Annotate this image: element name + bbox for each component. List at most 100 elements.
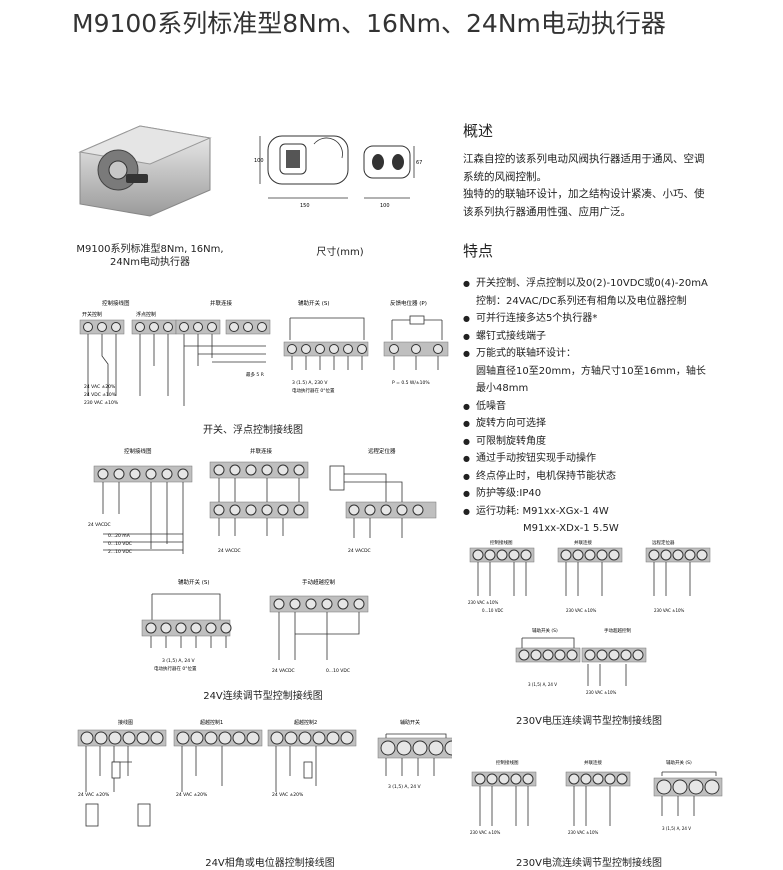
terminal-screw xyxy=(530,649,542,661)
terminal-screw xyxy=(518,649,530,661)
label-v24ac: 24 VAC ±20% xyxy=(176,792,208,798)
c230-caption: 230V电流连续调节型控制接线图 xyxy=(516,858,662,869)
dim-depth: 67 xyxy=(416,160,422,166)
label-remote-positioner: 远程定位器 xyxy=(368,447,396,455)
dim-side: 100 xyxy=(380,203,390,209)
feature-item: 旋转方向可选择 xyxy=(463,415,733,433)
terminal-screw xyxy=(688,779,704,795)
label-v230ac: 230 VAC ±10% xyxy=(468,600,499,605)
label-v230ac: 230 VAC ±10% xyxy=(586,690,617,695)
terminal-screw xyxy=(596,549,608,561)
overview-heading: 概述 xyxy=(463,122,494,140)
terminal-screw xyxy=(580,773,592,785)
terminal-screw xyxy=(632,649,644,661)
feature-item: 万能式的联轴环设计： xyxy=(463,345,733,363)
label-float: 浮点控制 xyxy=(136,311,156,318)
label-aux-switch: 辅助开关 (S) xyxy=(532,627,558,634)
terminal-screw xyxy=(284,731,298,745)
terminal-screw xyxy=(608,649,620,661)
terminal-screw xyxy=(616,773,628,785)
terminal-screw xyxy=(620,649,632,661)
terminal-screw xyxy=(428,740,444,756)
label-parallel: 并联连接 xyxy=(574,539,592,546)
terminal-screw xyxy=(510,773,522,785)
label-manual-override: 手动超越控制 xyxy=(604,627,631,634)
feature-item: 终点停止时，电机保持节能状态 xyxy=(463,468,733,486)
terminal-screw xyxy=(498,773,510,785)
label-v24ac: 24 VAC ±20% xyxy=(272,792,304,798)
label-aux-note: 电动执行器在 0°位置 xyxy=(154,665,197,672)
label-aux-rating24: 3 (1,5) A, 24 V xyxy=(388,784,421,790)
label-range-010: 0...10 VDC xyxy=(108,541,132,547)
label-range-010: 0...10 VDC xyxy=(326,668,350,674)
label-ctrl-wiring: 控制接线图 xyxy=(496,759,519,766)
dim-height: 100 xyxy=(254,158,264,164)
actuator-photo xyxy=(78,125,212,217)
label-parallel: 并联连接 xyxy=(250,447,273,455)
terminal-screw xyxy=(396,740,412,756)
v230-caption: 230V电压连续调节型控制接线图 xyxy=(516,716,662,727)
label-v24acdc: 24 VACDC xyxy=(218,548,241,554)
product-caption-line2: 24Nm电动执行器 xyxy=(110,257,190,268)
terminal-screw xyxy=(94,731,108,745)
terminal-screw xyxy=(508,549,520,561)
terminal-screw xyxy=(522,773,534,785)
label-parallel: 并联连接 xyxy=(210,299,233,307)
terminal-screw xyxy=(660,549,672,561)
terminal-screw xyxy=(596,649,608,661)
terminal-screw xyxy=(608,549,620,561)
dimension-drawing: 150 100 100 67 xyxy=(254,135,422,209)
terminal-screw xyxy=(656,779,672,795)
feature-item: 运行功耗: M91xx-XGx-1 4W xyxy=(463,503,733,521)
overview-paragraph: 独特的的联轴环设计，加之结构设计紧凑、小巧、使该系列执行器通用性强、应用广泛。 xyxy=(463,188,705,218)
terminal-screw xyxy=(584,649,596,661)
terminal-screw xyxy=(80,731,94,745)
voltage-230v-diagrams: 控制接线图 并联连接 远程定位器 230 VAC ±10% 0...10 VDC… xyxy=(468,539,711,695)
terminal-screw xyxy=(560,549,572,561)
label-v24vdc: 24 VDC ±10% xyxy=(84,392,117,398)
terminal-screw xyxy=(648,549,660,561)
label-range-210: 2...10 VDC xyxy=(108,549,132,555)
terminal-screw xyxy=(176,731,190,745)
label-aux-rating24: 3 (1,5) A, 24 V xyxy=(662,826,691,831)
dimension-caption: 尺寸(mm) xyxy=(316,247,364,258)
terminal-screw xyxy=(672,779,688,795)
feature-item: 可并行连接多达5个执行器* xyxy=(463,310,733,328)
terminal-screw xyxy=(542,649,554,661)
label-v230ac: 230 VAC ±10% xyxy=(654,608,685,613)
label-v24acdc: 24 VACDC xyxy=(272,668,295,674)
terminal-screw xyxy=(472,549,484,561)
label-aux-note: 电动执行器在 0°位置 xyxy=(292,387,335,394)
terminal-screw xyxy=(566,649,578,661)
label-max5: 最多 5 R xyxy=(246,371,264,378)
overview-text: 江森自控的该系列电动风阀执行器适用于通风、空调系统的风阀控制。 独特的的联轴环设… xyxy=(463,151,713,221)
terminal-screw xyxy=(190,731,204,745)
label-override1: 超越控制1 xyxy=(200,719,223,726)
terminal-screw xyxy=(520,549,532,561)
phase24-caption: 24V相角或电位器控制接线图 xyxy=(205,858,335,869)
feature-item: 低噪音 xyxy=(463,398,733,416)
label-aux-sw: 辅助开关 xyxy=(400,719,420,726)
label-aux-rating24: 3 (1,5) A, 24 V xyxy=(528,682,557,687)
terminal-screw xyxy=(150,731,164,745)
onoff-float-diagrams: 控制接线图 开关控制 浮点控制 24 VAC ±20% 24 VDC ±10% … xyxy=(79,299,449,406)
terminal-screw xyxy=(474,773,486,785)
terminal-screw xyxy=(122,731,136,745)
terminal-screw xyxy=(704,779,720,795)
features-list: 开关控制、浮点控制以及0(2)-10VDC或0(4)-20mA控制：24VAC/… xyxy=(463,275,733,538)
terminal-screw xyxy=(444,740,452,756)
feature-item: 螺钉式接线端子 xyxy=(463,328,733,346)
terminal-screw xyxy=(412,740,428,756)
label-v230ac: 230 VAC ±10% xyxy=(566,608,597,613)
terminal-screw xyxy=(326,731,340,745)
label-range-010: 0...10 VDC xyxy=(482,608,504,613)
label-feedback-pot: 反馈电位器 (P) xyxy=(390,299,427,307)
label-v230ac: 230 VAC ±10% xyxy=(84,400,119,406)
phase-24v-diagrams: 接线图 超越控制1 超越控制2 辅助开关 24 VAC ±20% 24 VAC … xyxy=(77,719,452,827)
terminal-screw xyxy=(136,731,150,745)
label-aux-rating: 3 (1.5) A, 230 V xyxy=(292,380,328,386)
label-aux-rating24: 3 (1,5) A, 24 V xyxy=(162,658,195,664)
terminal-screw xyxy=(108,731,122,745)
label-v24acdc: 24 VACDC xyxy=(88,522,111,528)
feature-item: 可限制旋转角度 xyxy=(463,433,733,451)
